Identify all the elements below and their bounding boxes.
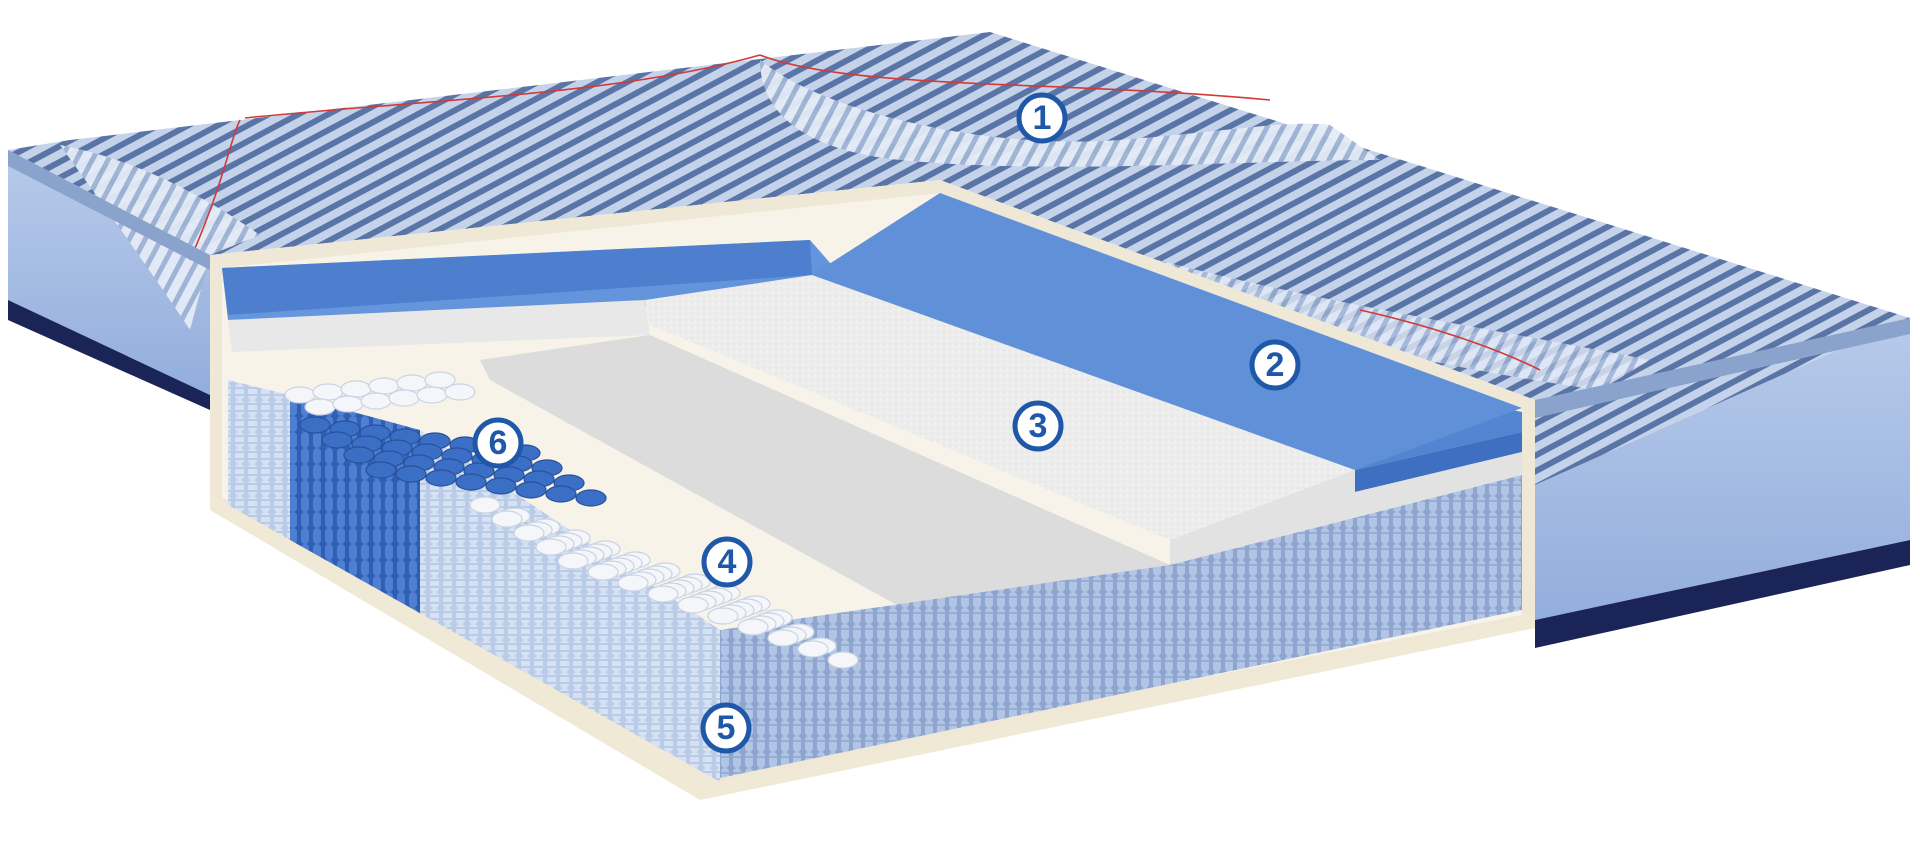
- coil-top: [425, 469, 457, 487]
- top-foam-front: [1355, 432, 1522, 492]
- coil-top: [557, 552, 589, 570]
- coil-top: [767, 629, 799, 647]
- coil-top: [617, 574, 649, 592]
- cream-base: [210, 495, 1535, 800]
- right-base-band: [1535, 540, 1910, 648]
- cover-seam-3: [189, 119, 241, 261]
- coil-top: [587, 563, 619, 581]
- cover-surface: [8, 32, 1910, 485]
- left-side-panel: [8, 150, 210, 395]
- marker-4-label: 4: [718, 543, 737, 581]
- cover-swirl-1: [760, 60, 1380, 167]
- coil-top: [535, 538, 567, 556]
- marker-2[interactable]: 2: [1249, 339, 1301, 391]
- coil-top: [365, 461, 397, 479]
- coil-top: [491, 510, 523, 528]
- cover-edge-left: [8, 150, 210, 270]
- cover-seam-4: [1359, 309, 1541, 371]
- cover-swirl-3: [1120, 250, 1650, 390]
- marker-3-label: 3: [1029, 407, 1048, 445]
- marker-2-label: 2: [1266, 346, 1285, 384]
- top-foam-left-strip: [222, 240, 812, 315]
- coil-top: [299, 416, 331, 434]
- marker-1-label: 1: [1033, 99, 1052, 137]
- coil-top: [827, 651, 859, 669]
- left-base-band: [8, 300, 210, 410]
- coil-front-right: [720, 475, 1522, 778]
- cover-top: [8, 32, 1910, 485]
- cover-seam-1: [759, 54, 1271, 101]
- coil-top: [469, 496, 501, 514]
- coil-top: [332, 395, 364, 413]
- transition-foam: [480, 335, 1170, 640]
- coil-top: [388, 389, 420, 407]
- coil-tops-white: [469, 496, 859, 669]
- coil-top: [444, 383, 476, 401]
- coil-block: [228, 371, 1522, 790]
- coil-top: [797, 640, 829, 658]
- coil-top: [515, 481, 547, 499]
- marker-5[interactable]: 5: [700, 702, 752, 754]
- coil-top: [395, 465, 427, 483]
- marker-3[interactable]: 3: [1012, 400, 1064, 452]
- coil-top: [575, 489, 607, 507]
- marker-1[interactable]: 1: [1016, 92, 1068, 144]
- comfort-foam-layer: [228, 275, 1522, 640]
- coil-top: [304, 398, 336, 416]
- top-foam-layer: [222, 193, 1522, 492]
- marker-5-label: 5: [717, 709, 736, 747]
- marker-6[interactable]: 6: [472, 417, 524, 469]
- coil-top: [343, 446, 375, 464]
- marker-4[interactable]: 4: [701, 536, 753, 588]
- comfort-foam-top: [645, 275, 1355, 540]
- coil-top: [455, 473, 487, 491]
- coil-top: [707, 607, 739, 625]
- coil-left-column: [228, 380, 290, 540]
- coil-top: [647, 585, 679, 603]
- top-foam-main: [812, 193, 1522, 470]
- coil-top: [416, 386, 448, 404]
- coil-top: [677, 596, 709, 614]
- comfort-foam-front: [1170, 452, 1522, 565]
- coil-top: [737, 618, 769, 636]
- comfort-foam-left-strip: [228, 300, 650, 352]
- coil-top: [485, 477, 517, 495]
- coil-tops-back: [284, 371, 476, 416]
- cover-edge-right: [1535, 318, 1910, 418]
- coil-top: [321, 431, 353, 449]
- cover-seam-2: [244, 54, 761, 119]
- right-side-panel: [1535, 318, 1910, 620]
- coil-top: [360, 392, 392, 410]
- coil-top: [545, 485, 577, 503]
- coil-top: [513, 524, 545, 542]
- marker-6-label: 6: [489, 424, 508, 462]
- markers: 1 2 3 4 5 6: [472, 92, 1301, 754]
